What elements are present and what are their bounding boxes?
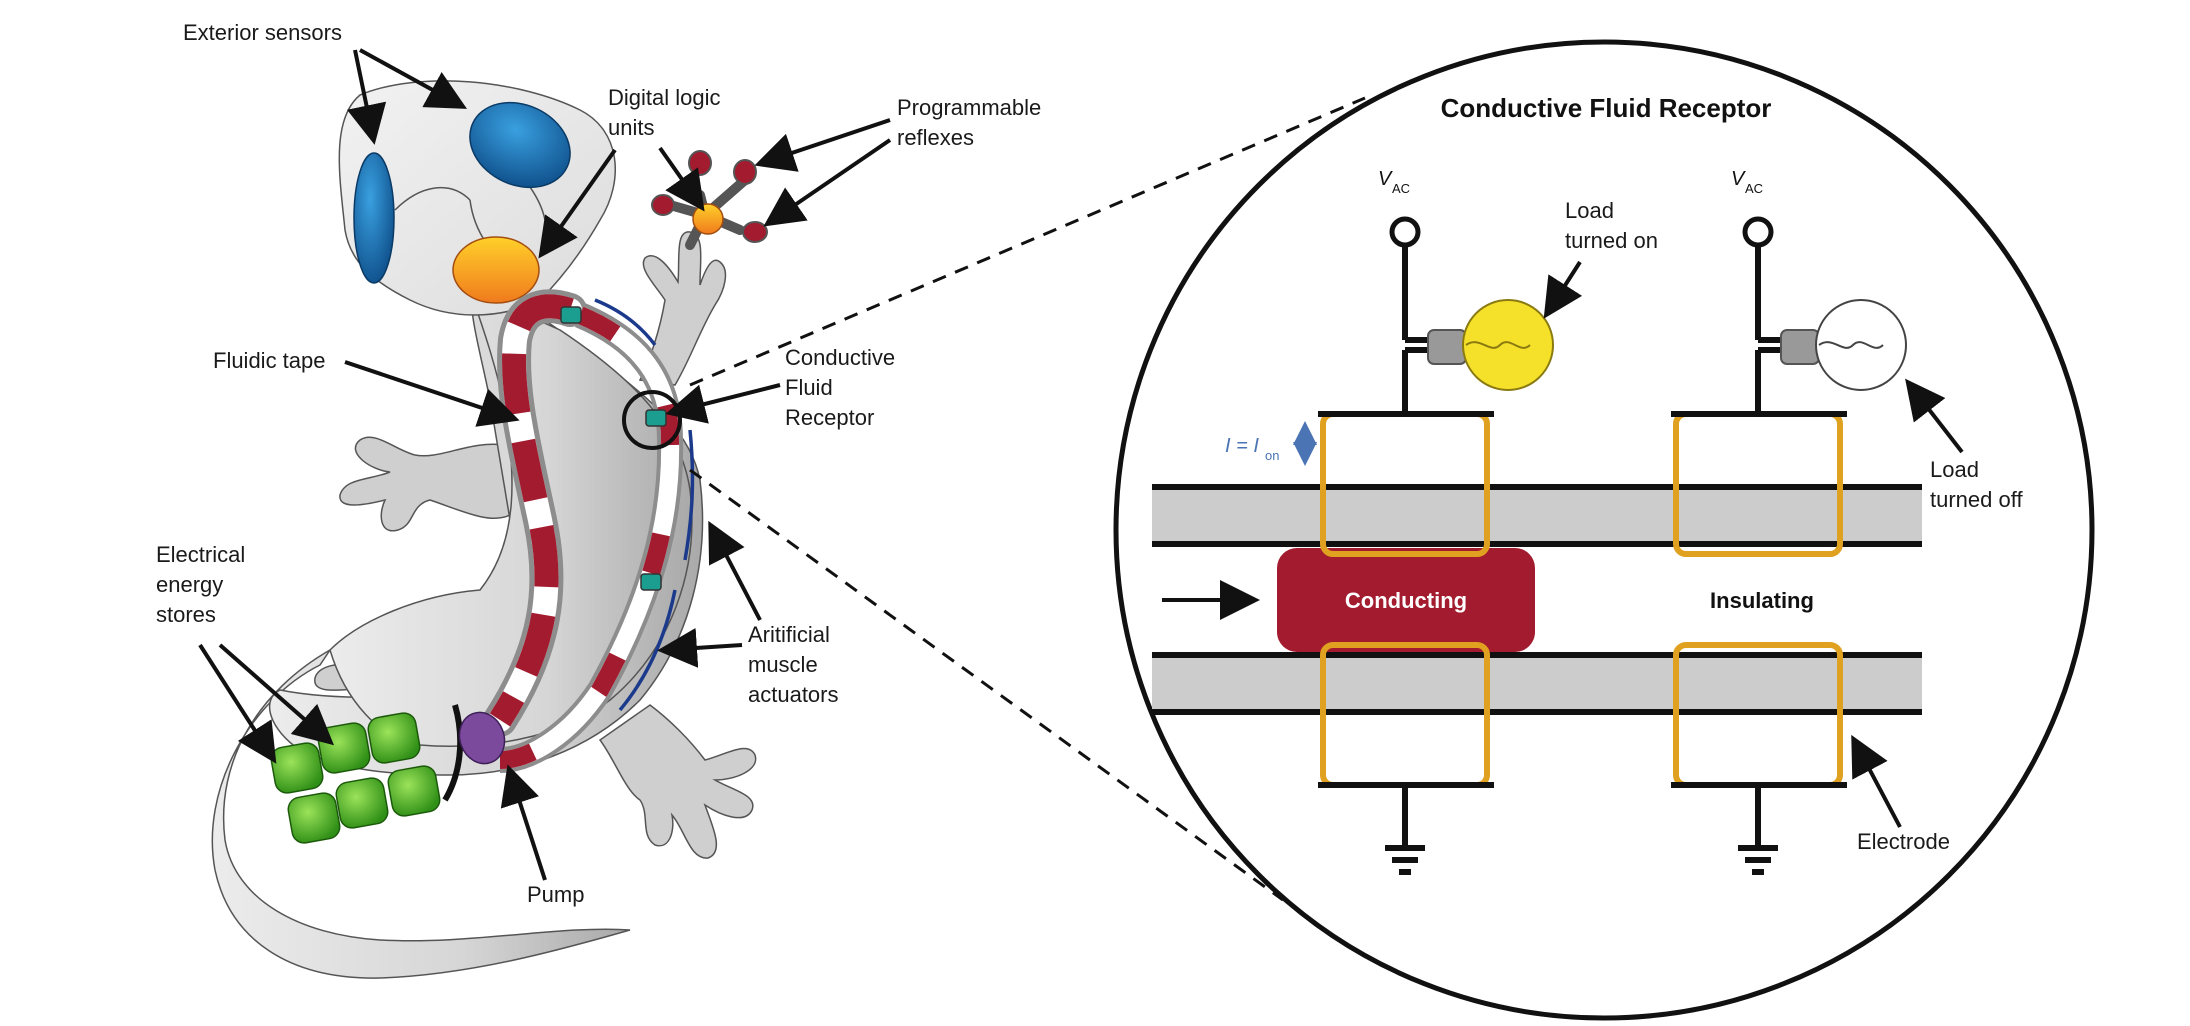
conducting-label: Conducting: [1345, 588, 1467, 613]
label-artificial-muscle-1: Aritificial: [748, 622, 830, 647]
label-digital-logic-2: units: [608, 115, 654, 140]
exterior-sensor-left: [353, 152, 395, 284]
programmable-reflexes: [651, 150, 768, 250]
receptor-1: [560, 306, 582, 324]
load-on-1: Load: [1565, 198, 1614, 223]
gecko-tail: [211, 649, 631, 979]
muscle-actuator-1: [594, 298, 657, 347]
receptor-2: [645, 409, 667, 427]
current-label-main: I = I: [1225, 435, 1259, 457]
front-right-foot: [638, 231, 727, 386]
channel-top: [1152, 487, 1922, 544]
pump: [458, 711, 506, 765]
vac-right-sub: AC: [1745, 181, 1763, 196]
vac-left-sub: AC: [1392, 181, 1410, 196]
vac-right-main: V: [1731, 168, 1746, 190]
bulb-off: [1780, 299, 1907, 391]
label-conductive-fluid-1: Conductive: [785, 345, 895, 370]
label-conductive-fluid-2: Fluid: [785, 375, 833, 400]
channel-bottom: [1152, 655, 1922, 712]
label-fluidic-tape: Fluidic tape: [213, 348, 326, 373]
energy-separator: [442, 704, 464, 802]
rear-right-foot: [598, 704, 757, 859]
current-label-sub: on: [1265, 448, 1279, 463]
label-programmable-reflexes-2: reflexes: [897, 125, 974, 150]
load-off-2: turned off: [1930, 487, 2023, 512]
vac-terminal-right: [1742, 216, 1774, 248]
label-energy-stores-3: stores: [156, 602, 216, 627]
digital-logic-unit: [452, 236, 540, 304]
load-on-2: turned on: [1565, 228, 1658, 253]
vac-left-main: V: [1378, 168, 1393, 190]
label-artificial-muscle-3: actuators: [748, 682, 839, 707]
electrode-label: Electrode: [1857, 829, 1950, 854]
front-left-foot: [339, 436, 511, 532]
zoom-line-top: [689, 96, 1366, 387]
conductive-fluid-receptor-inset: Conductive Fluid Receptor Conducting Ins…: [1113, 39, 2095, 1021]
muscle-actuator-3: [618, 589, 677, 712]
label-digital-logic-1: Digital logic: [608, 85, 721, 110]
label-energy-stores-1: Electrical: [156, 542, 245, 567]
muscle-actuator-2: [683, 429, 695, 561]
inset-title: Conductive Fluid Receptor: [1441, 93, 1772, 123]
label-pump: Pump: [527, 882, 584, 907]
conducting-plug: [1277, 548, 1535, 652]
load-off-1: Load: [1930, 457, 1979, 482]
insulating-label: Insulating: [1710, 588, 1814, 613]
label-energy-stores-2: energy: [156, 572, 223, 597]
bulb-on: [1427, 299, 1554, 391]
receptor-3: [640, 573, 662, 591]
exterior-sensor-right: [469, 101, 571, 189]
vac-terminal-left: [1389, 216, 1421, 248]
label-conductive-fluid-3: Receptor: [785, 405, 874, 430]
zoom-line-bottom: [689, 468, 1284, 902]
label-programmable-reflexes-1: Programmable: [897, 95, 1041, 120]
label-exterior-sensors: Exterior sensors: [183, 20, 342, 45]
label-artificial-muscle-2: muscle: [748, 652, 818, 677]
gecko: [211, 80, 768, 979]
gecko-labels: Exterior sensors Digital logic units Pro…: [156, 20, 1041, 907]
electrical-energy-stores: [270, 712, 441, 844]
